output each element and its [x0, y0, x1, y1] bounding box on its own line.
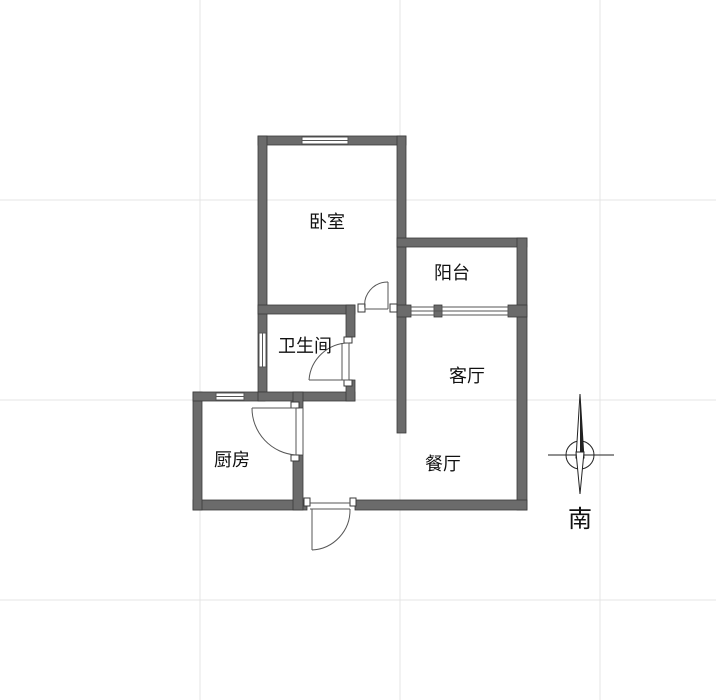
- compass-direction-label: 南: [568, 505, 592, 533]
- doors: [251, 281, 389, 551]
- room-labels: 卧室 阳台 卫生间 客厅 厨房 餐厅: [214, 212, 485, 475]
- room-label-living-room: 客厅: [449, 366, 485, 387]
- door-jambs: [290, 303, 398, 507]
- entry-door: [310, 502, 351, 551]
- windows: [215, 136, 509, 401]
- room-label-bedroom: 卧室: [309, 212, 345, 233]
- room-label-bathroom: 卫生间: [278, 336, 332, 357]
- kitchen-door: [251, 407, 304, 456]
- room-label-kitchen: 厨房: [214, 450, 250, 471]
- bathroom-door: [308, 342, 350, 381]
- room-label-dining-room: 餐厅: [425, 454, 461, 475]
- room-label-balcony: 阳台: [434, 263, 470, 284]
- bedroom-door: [364, 281, 389, 310]
- north-arrow-compass-icon: 南: [548, 393, 614, 533]
